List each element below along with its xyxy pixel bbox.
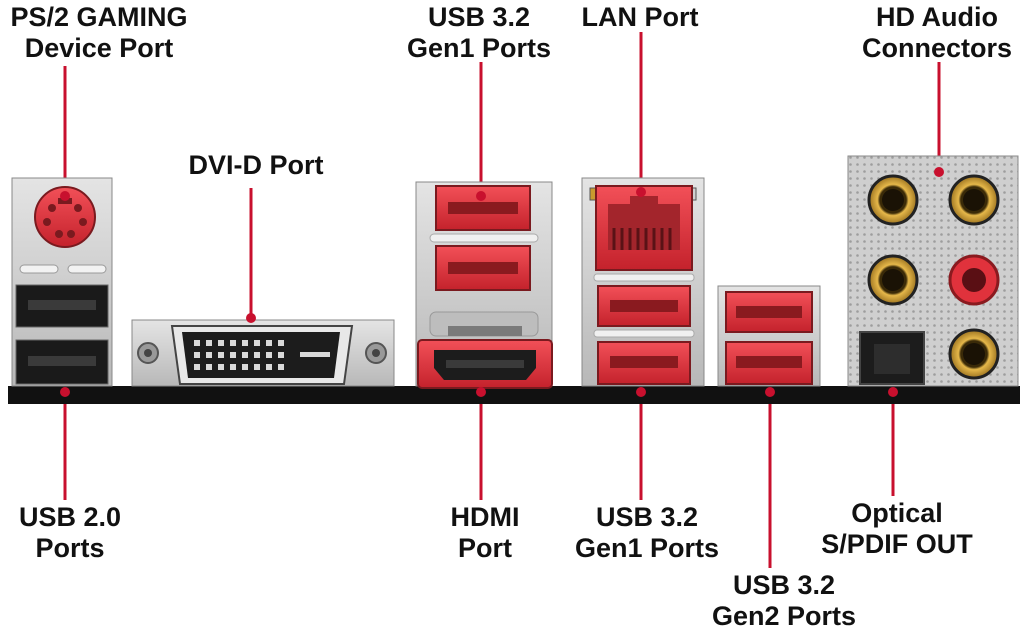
usb32-gen2-ports-label: USB 3.2 Gen2 Ports — [711, 570, 857, 631]
ps2-gaming-port-label: PS/2 GAMING Device Port — [10, 2, 188, 63]
ps2-port — [34, 186, 96, 248]
leader-lines — [63, 32, 941, 568]
usb32-gen1-bottom-label: USB 3.2 Gen1 Ports — [574, 502, 720, 563]
hd-audio-connectors-label: HD Audio Connectors — [861, 2, 1013, 63]
ps2-usb20-block — [11, 177, 113, 387]
dvi-d-block — [131, 319, 395, 387]
optical-spdif-out-label: Optical S/PDIF OUT — [821, 498, 973, 559]
usb32-hdmi-block — [415, 181, 553, 389]
lan-usb32-block — [581, 177, 705, 387]
leader-dots — [60, 167, 944, 397]
usb32-gen2-block — [717, 285, 821, 387]
usb32-gen1-top-label: USB 3.2 Gen1 Ports — [406, 2, 552, 63]
lan-port-label: LAN Port — [581, 2, 699, 32]
dvi-d-port-label: DVI-D Port — [188, 150, 324, 180]
usb20-ports-label: USB 2.0 Ports — [18, 502, 122, 563]
hd-audio-block — [847, 155, 1019, 387]
hdmi-port-label: HDMI Port — [450, 502, 520, 563]
